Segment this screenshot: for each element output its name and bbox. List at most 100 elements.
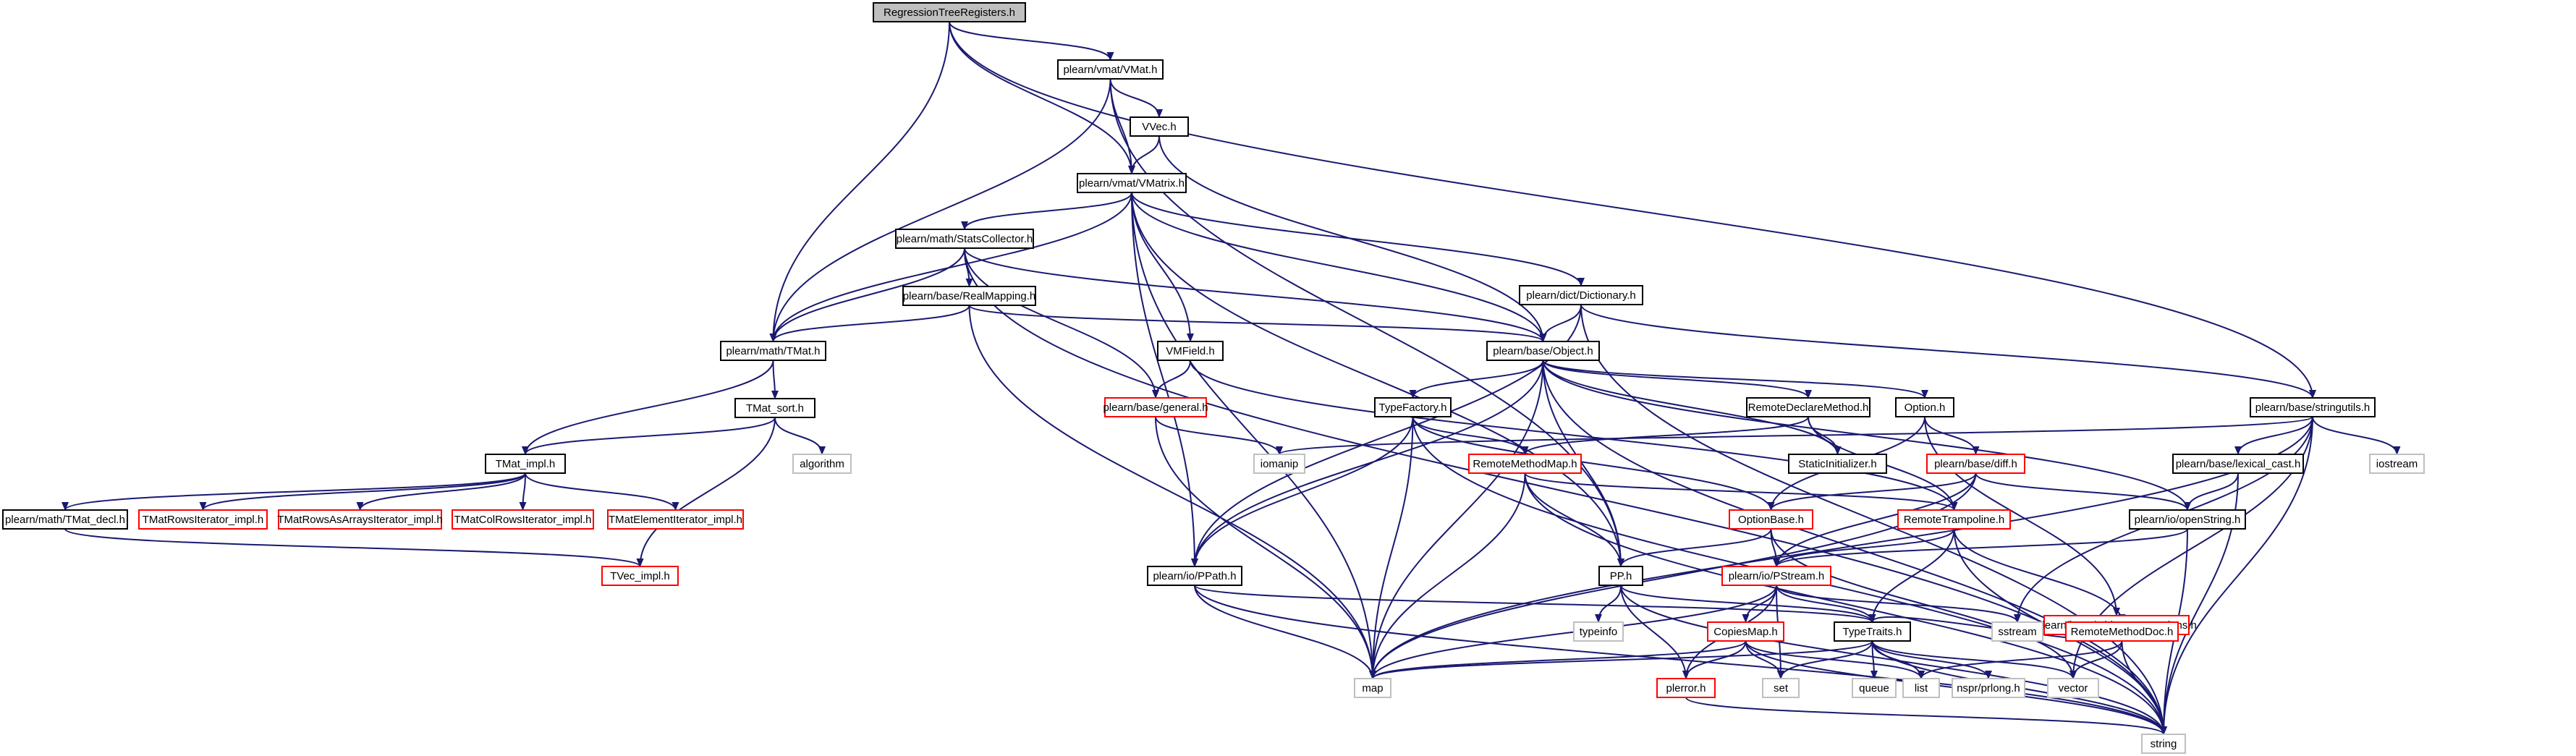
edge-dictionary-to-object: [1539, 304, 1582, 342]
node-label: plearn/base/diff.h: [1934, 458, 2017, 470]
node-label: plearn/math/TMat_decl.h: [5, 514, 125, 526]
header-nodes: RegressionTreeRegisters.h plearn/vmat/VMa…: [2, 2, 2425, 754]
node-box: [2129, 509, 2246, 530]
edge-object-to-openstring: [1542, 360, 2191, 511]
node-label: vector: [2059, 682, 2088, 695]
edge-typetraits-to-list: [1871, 640, 1925, 679]
node-box: [902, 286, 1036, 306]
node-label: plearn/base/lexical_cast.h: [2176, 458, 2301, 470]
edge-option-to-diff: [1924, 416, 1980, 455]
edge-typetraits-to-nspr: [1871, 640, 1992, 679]
node-optionbase[interactable]: OptionBase.h: [1729, 509, 1813, 530]
edge-remotedeclare-to-remotemethodmap: [1521, 416, 1809, 455]
node-box: [1991, 621, 2043, 642]
node-label: iostream: [2376, 458, 2418, 470]
node-lexical-cast[interactable]: plearn/base/lexical_cast.h: [2172, 454, 2304, 474]
node-label: PP.h: [1610, 570, 1632, 582]
edge-remotemethodmap-to-pp: [1524, 472, 1624, 567]
node-box: [1598, 566, 1643, 586]
edge-pp-to-typeinfo: [1595, 585, 1622, 623]
node-box: [138, 509, 268, 530]
node-string: string: [2141, 734, 2186, 754]
node-general[interactable]: plearn/base/general.h: [1103, 397, 1208, 417]
edge-stringutils-to-iomanip: [1276, 416, 2313, 455]
node-box: [1721, 566, 1831, 586]
edge-object-to-ppath: [1191, 360, 1544, 567]
node-typefactory[interactable]: TypeFactory.h: [1374, 397, 1452, 417]
node-vmat-h[interactable]: plearn/vmat/VMat.h: [1057, 59, 1164, 80]
edge-ppath-to-string: [1194, 585, 2167, 735]
node-remotedeclare[interactable]: RemoteDeclareMethod.h: [1746, 397, 1870, 417]
node-statscollector[interactable]: plearn/math/StatsCollector.h: [895, 229, 1034, 249]
node-typetraits[interactable]: TypeTraits.h: [1834, 621, 1911, 642]
node-staticinit[interactable]: StaticInitializer.h: [1788, 454, 1887, 474]
node-ppath[interactable]: plearn/io/PPath.h: [1147, 566, 1242, 586]
edge-perror-to-string: [1685, 697, 2167, 735]
node-stringutils[interactable]: plearn/base/stringutils.h: [2250, 397, 2376, 417]
node-label: RemoteMethodMap.h: [1473, 458, 1577, 470]
node-box: [1762, 678, 1800, 698]
node-object[interactable]: plearn/base/Object.h: [1486, 341, 1600, 361]
node-label: plearn/base/general.h: [1103, 402, 1208, 414]
node-label: TMatRowsIterator_impl.h: [143, 514, 264, 526]
node-vector: vector: [2047, 678, 2099, 698]
node-box: [2250, 397, 2376, 417]
node-label: iomanip: [1261, 458, 1299, 470]
node-rowsarr-iter[interactable]: TMatRowsAsArraysIterator_impl.h: [277, 509, 443, 530]
node-list: list: [1902, 678, 1940, 698]
node-box: [1486, 341, 1600, 361]
edge-ppath-to-map: [1194, 585, 1376, 679]
node-label: StaticInitializer.h: [1798, 458, 1876, 470]
node-diff[interactable]: plearn/base/diff.h: [1926, 454, 2025, 474]
node-vmfield[interactable]: VMField.h: [1157, 341, 1224, 361]
edge-general-to-iomanip: [1155, 416, 1283, 455]
node-box: [1656, 678, 1716, 698]
node-root[interactable]: RegressionTreeRegisters.h: [873, 2, 1026, 22]
edge-tmat_impl-to-rowsarr_iter: [356, 472, 526, 511]
node-tmat-impl[interactable]: TMat_impl.h: [485, 454, 566, 474]
node-pstream[interactable]: plearn/io/PStream.h: [1721, 566, 1831, 586]
node-box: [2047, 678, 2099, 698]
node-vmatrix[interactable]: plearn/vmat/VMatrix.h: [1077, 173, 1187, 193]
edge-vmatrix-to-tmat: [769, 192, 1132, 342]
node-colrows-iter[interactable]: TMatColRowsIterator_impl.h: [452, 509, 594, 530]
edge-stringutils-to-iostream: [2312, 416, 2401, 455]
node-option[interactable]: Option.h: [1895, 397, 1954, 417]
edge-pstream-to-typetraits: [1776, 585, 1876, 623]
node-remotetrampoline[interactable]: RemoteTrampoline.h: [1897, 509, 2011, 530]
edge-object-to-staticinit: [1542, 360, 1842, 455]
node-perror[interactable]: plerror.h: [1656, 678, 1716, 698]
node-label: plearn/vmat/VMat.h: [1063, 64, 1157, 76]
node-realmapping[interactable]: plearn/base/RealMapping.h: [902, 286, 1036, 306]
node-box: [1573, 621, 1624, 642]
node-box: [1147, 566, 1242, 586]
node-label: OptionBase.h: [1738, 514, 1804, 526]
node-rows-iter[interactable]: TMatRowsIterator_impl.h: [138, 509, 268, 530]
node-dictionary[interactable]: plearn/dict/Dictionary.h: [1519, 285, 1643, 305]
edge-vmatrix-to-ppath: [1131, 192, 1198, 567]
node-box: [1897, 509, 2011, 530]
node-remotemethoddoc[interactable]: RemoteMethodDoc.h: [2065, 621, 2179, 642]
edge-dictionary-to-stringutils: [1580, 304, 2316, 399]
node-remotemethodmap[interactable]: RemoteMethodMap.h: [1468, 454, 1582, 474]
node-openstring[interactable]: plearn/io/openString.h: [2129, 509, 2246, 530]
node-vvec[interactable]: VVec.h: [1130, 116, 1189, 137]
node-copiesmap[interactable]: CopiesMap.h: [1707, 621, 1784, 642]
node-box: [1130, 116, 1189, 137]
node-tmat[interactable]: plearn/math/TMat.h: [720, 341, 826, 361]
edge-openstring-to-pstream: [1773, 528, 2188, 567]
node-elem-iter[interactable]: TMatElementIterator_impl.h: [607, 509, 744, 530]
node-tvec-impl[interactable]: TVec_impl.h: [601, 566, 679, 586]
node-tmat-sort[interactable]: TMat_sort.h: [734, 398, 815, 418]
node-label: plearn/base/RealMapping.h: [903, 290, 1035, 302]
node-box: [1707, 621, 1784, 642]
node-tmat-decl[interactable]: plearn/math/TMat_decl.h: [2, 509, 128, 530]
edge-realmapping-to-object: [968, 305, 1547, 342]
node-box: [2369, 454, 2425, 474]
edge-copiesmap-to-perror: [1682, 640, 1747, 679]
edge-copiesmap-to-list: [1745, 640, 1925, 679]
node-box: [1895, 397, 1954, 417]
node-label: plearn/io/PStream.h: [1729, 570, 1825, 582]
node-pp[interactable]: PP.h: [1598, 566, 1643, 586]
